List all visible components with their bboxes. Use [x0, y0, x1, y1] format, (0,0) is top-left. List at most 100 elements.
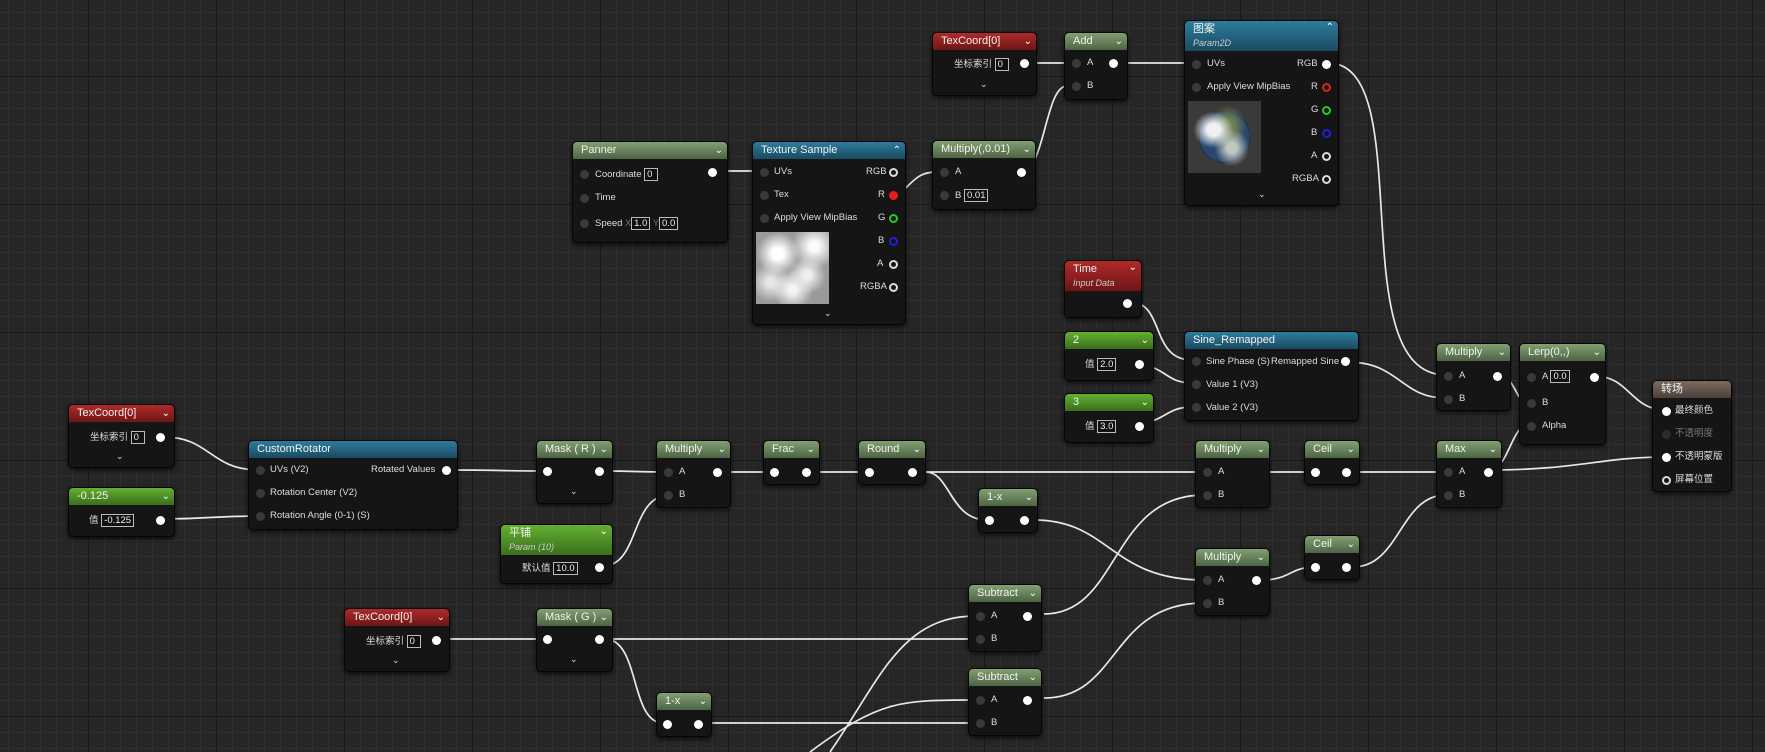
output-pin[interactable] — [1342, 563, 1351, 572]
chevron-down-icon[interactable]: ⌄ — [1256, 552, 1265, 563]
node-header[interactable]: Ceil⌄ — [1305, 536, 1359, 553]
output-pin[interactable] — [713, 468, 722, 477]
index-field[interactable]: 0 — [130, 431, 145, 444]
input-pin[interactable] — [940, 168, 949, 177]
output-pin[interactable] — [1590, 373, 1599, 382]
chevron-down-icon[interactable]: ⌄ — [1140, 335, 1149, 346]
output-pin[interactable] — [889, 283, 898, 292]
input-pin[interactable] — [1192, 380, 1201, 389]
input-pin[interactable] — [256, 466, 265, 475]
input-pin[interactable] — [256, 489, 265, 498]
node-header[interactable]: Frac⌄ — [764, 441, 819, 458]
input-pin[interactable] — [1203, 468, 1212, 477]
input-pin[interactable] — [1203, 491, 1212, 500]
lerp-node[interactable]: Lerp(0,,)⌄ A 0.0 B Alpha — [1519, 343, 1606, 445]
ceil-2-node[interactable]: Ceil⌄ — [1304, 535, 1360, 580]
subtract-2-node[interactable]: Subtract⌄ A B — [968, 668, 1042, 736]
input-pin[interactable] — [1444, 395, 1453, 404]
node-header[interactable]: 2⌄ — [1065, 332, 1153, 349]
output-pin[interactable] — [1023, 696, 1032, 705]
node-header[interactable]: Sine_Remapped — [1185, 332, 1358, 349]
chevron-down-icon[interactable]: ⌄ — [1022, 144, 1031, 155]
one-minus-top-node[interactable]: 1-x⌄ — [978, 488, 1038, 533]
output-pin[interactable] — [1023, 612, 1032, 621]
output-pin[interactable] — [1484, 468, 1493, 477]
chevron-down-icon[interactable]: ⌄ — [1346, 539, 1355, 550]
custom-rotator-node[interactable]: CustomRotator UVs (V2) Rotated Values Ro… — [248, 440, 458, 530]
output-pin[interactable] — [889, 237, 898, 246]
node-header[interactable]: Panner⌄ — [573, 142, 727, 159]
output-pin[interactable] — [1342, 468, 1351, 477]
node-header[interactable]: Multiply⌄ — [1196, 441, 1269, 458]
node-header[interactable]: -0.125⌄ — [69, 488, 174, 505]
node-header[interactable]: 3⌄ — [1065, 394, 1153, 411]
output-pin[interactable] — [708, 168, 717, 177]
input-pin[interactable] — [985, 516, 994, 525]
frac-node[interactable]: Frac⌄ — [763, 440, 820, 485]
input-pin[interactable] — [580, 219, 589, 228]
value-field[interactable]: 2.0 — [1097, 358, 1117, 371]
node-header[interactable]: Multiply⌄ — [657, 441, 730, 458]
input-pin[interactable] — [663, 720, 672, 729]
node-header[interactable]: CustomRotator — [249, 441, 457, 458]
output-pin[interactable] — [1322, 175, 1331, 184]
input-pin[interactable] — [1527, 373, 1536, 382]
chevron-up-icon[interactable]: ⌃ — [892, 145, 901, 156]
speed-y-field[interactable]: 0.0 — [659, 217, 679, 230]
b-value-field[interactable]: 0.01 — [963, 189, 989, 202]
chevron-down-icon[interactable]: ⌄ — [1592, 347, 1601, 358]
chevron-down-icon[interactable]: ⌄ — [714, 145, 723, 156]
node-header[interactable]: 转场 — [1653, 381, 1731, 398]
expand-arrow-icon[interactable]: ⌄ — [980, 79, 988, 89]
constant-neg-node[interactable]: -0.125⌄ 值 -0.125 — [68, 487, 175, 537]
output-pin[interactable] — [442, 466, 451, 475]
chevron-down-icon[interactable]: ⌄ — [1024, 492, 1033, 503]
input-pin[interactable] — [1444, 491, 1453, 500]
multiply-right-node[interactable]: Multiply⌄ A B — [1436, 343, 1511, 411]
input-pin[interactable] — [543, 635, 552, 644]
output-pin[interactable] — [1020, 59, 1029, 68]
input-pin[interactable] — [770, 468, 779, 477]
input-pin[interactable] — [760, 191, 769, 200]
input-pin[interactable] — [1311, 563, 1320, 572]
node-header[interactable]: Round⌄ — [859, 441, 925, 458]
output-pin[interactable] — [1493, 372, 1502, 381]
chevron-down-icon[interactable]: ⌄ — [161, 408, 170, 419]
texcoord-top-node[interactable]: TexCoord[0]⌄ 坐标索引 0 ⌄ — [932, 32, 1037, 96]
input-pin[interactable] — [1311, 468, 1320, 477]
mask-g-node[interactable]: Mask ( G )⌄ ⌄ — [536, 608, 613, 672]
max-node[interactable]: Max⌄ A B — [1436, 440, 1502, 508]
input-pin[interactable] — [760, 214, 769, 223]
expand-arrow-icon[interactable]: ⌄ — [824, 308, 832, 318]
multiply-001-node[interactable]: Multiply(,0.01)⌄ A B 0.01 — [932, 140, 1036, 210]
input-pin[interactable] — [1662, 476, 1671, 485]
output-pin[interactable] — [889, 260, 898, 269]
output-pin[interactable] — [1109, 59, 1118, 68]
subtract-1-node[interactable]: Subtract⌄ A B — [968, 584, 1042, 652]
input-pin[interactable] — [580, 194, 589, 203]
input-pin[interactable] — [1192, 403, 1201, 412]
chevron-down-icon[interactable]: ⌄ — [1114, 36, 1123, 47]
input-pin[interactable] — [865, 468, 874, 477]
multiply-c2-node[interactable]: Multiply⌄ A B — [1195, 548, 1270, 616]
one-minus-bottom-node[interactable]: 1-x⌄ — [656, 692, 712, 737]
output-pin[interactable] — [889, 168, 898, 177]
chevron-down-icon[interactable]: ⌄ — [1128, 262, 1137, 273]
node-header[interactable]: Max⌄ — [1437, 441, 1501, 458]
input-pin[interactable] — [1192, 60, 1201, 69]
input-pin[interactable] — [580, 170, 589, 179]
constant-2-node[interactable]: 2⌄ 值 2.0 — [1064, 331, 1154, 381]
chevron-down-icon[interactable]: ⌄ — [698, 696, 707, 707]
index-field[interactable]: 0 — [406, 635, 421, 648]
input-pin[interactable] — [1203, 599, 1212, 608]
input-pin[interactable] — [940, 191, 949, 200]
chevron-down-icon[interactable]: ⌄ — [806, 444, 815, 455]
node-header[interactable]: Subtract⌄ — [969, 585, 1041, 602]
node-header[interactable]: Lerp(0,,)⌄ — [1520, 344, 1605, 361]
input-pin[interactable] — [1527, 399, 1536, 408]
input-pin[interactable] — [1192, 357, 1201, 366]
ceil-1-node[interactable]: Ceil⌄ — [1304, 440, 1360, 485]
output-pin[interactable] — [1135, 360, 1144, 369]
chevron-down-icon[interactable]: ⌄ — [717, 444, 726, 455]
